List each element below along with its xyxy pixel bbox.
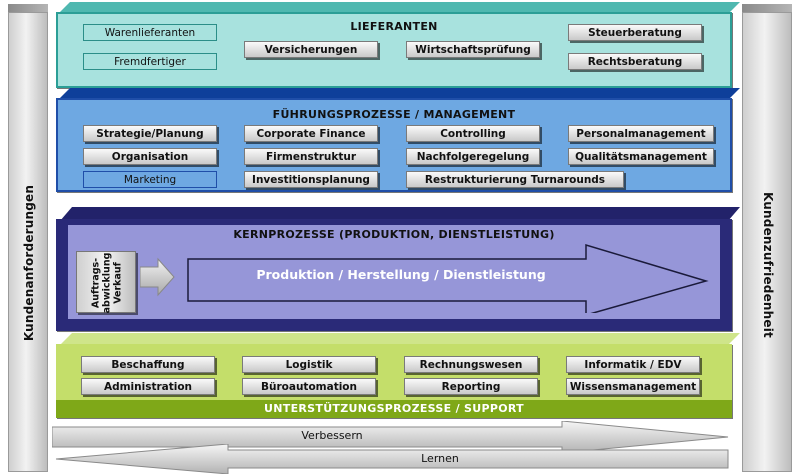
box-controlling: Controlling xyxy=(406,125,540,142)
support-band-lower xyxy=(56,400,732,418)
box-rechnungswesen: Rechnungswesen xyxy=(404,356,538,373)
box-versicherungen: Versicherungen xyxy=(244,41,378,58)
main-process-label: Produktion / Herstellung / Dienstleistun… xyxy=(256,267,546,282)
box-reporting: Reporting xyxy=(404,378,538,395)
box-corporate-finance: Corporate Finance xyxy=(244,125,378,142)
box-informatik-edv: Informatik / EDV xyxy=(566,356,700,373)
learn-arrow xyxy=(55,444,729,474)
box-marketing: Marketing xyxy=(83,171,217,188)
learn-label: Lernen xyxy=(421,452,459,465)
order-line-2: abwicklung xyxy=(101,252,113,314)
right-column-label: Kundenzufriedenheit xyxy=(761,192,775,338)
box-strategie-planung: Strategie/Planung xyxy=(83,125,217,142)
box-organisation: Organisation xyxy=(83,148,217,165)
box-warenlieferanten: Warenlieferanten xyxy=(83,24,217,41)
core-band: KERNPROZESSE (PRODUKTION, DIENSTLEISTUNG… xyxy=(56,219,732,331)
box-investitionsplanung: Investitionsplanung xyxy=(244,171,378,188)
box-fremdfertiger: Fremdfertiger xyxy=(83,53,217,70)
support-band-top xyxy=(60,333,740,345)
box-administration: Administration xyxy=(81,378,215,395)
management-band: FÜHRUNGSPROZESSE / MANAGEMENT Strategie/… xyxy=(56,98,732,192)
right-column-cap xyxy=(742,4,792,14)
order-processing-box: Auftrags- abwicklung Verkauf xyxy=(76,251,136,313)
left-column: Kundenanforderungen xyxy=(8,12,48,472)
order-arrow xyxy=(140,257,175,297)
box-rechtsberatung: Rechtsberatung xyxy=(568,53,702,70)
box-beschaffung: Beschaffung xyxy=(81,356,215,373)
suppliers-band: LIEFERANTEN Warenlieferanten Fremdfertig… xyxy=(56,12,732,88)
box-nachfolgeregelung: Nachfolgeregelung xyxy=(406,148,540,165)
suppliers-title: LIEFERANTEN xyxy=(350,20,438,33)
management-band-top xyxy=(60,88,740,98)
left-column-label: Kundenanforderungen xyxy=(22,184,36,342)
main-process-arrow xyxy=(187,243,709,313)
box-wirtschaftspruefung: Wirtschaftsprüfung xyxy=(406,41,540,58)
right-column: Kundenzufriedenheit xyxy=(742,12,792,472)
management-title: FÜHRUNGSPROZESSE / MANAGEMENT xyxy=(272,108,516,121)
support-title: UNTERSTÜTZUNGSPROZESSE / SUPPORT xyxy=(264,402,524,415)
box-restrukturierung: Restrukturierung Turnarounds xyxy=(406,171,624,188)
box-wissensmanagement: Wissensmanagement xyxy=(566,378,700,395)
core-band-top xyxy=(60,207,740,221)
suppliers-band-top xyxy=(60,2,740,12)
box-qualitaetsmanagement: Qualitätsmanagement xyxy=(568,148,714,165)
order-processing-label: Auftrags- abwicklung Verkauf xyxy=(91,253,124,314)
left-column-cap xyxy=(8,4,48,14)
box-firmenstruktur: Firmenstruktur xyxy=(244,148,378,165)
box-bueroautomation: Büroautomation xyxy=(242,378,376,395)
core-band-inner: KERNPROZESSE (PRODUKTION, DIENSTLEISTUNG… xyxy=(68,225,720,319)
improve-label: Verbessern xyxy=(301,429,363,442)
order-line-1: Auftrags- xyxy=(90,257,102,309)
box-personalmanagement: Personalmanagement xyxy=(568,125,714,142)
support-band: UNTERSTÜTZUNGSPROZESSE / SUPPORT Beschaf… xyxy=(56,344,732,418)
box-steuerberatung: Steuerberatung xyxy=(568,24,702,41)
box-logistik: Logistik xyxy=(242,356,376,373)
core-title: KERNPROZESSE (PRODUKTION, DIENSTLEISTUNG… xyxy=(233,228,555,241)
order-line-3: Verkauf xyxy=(112,262,124,304)
